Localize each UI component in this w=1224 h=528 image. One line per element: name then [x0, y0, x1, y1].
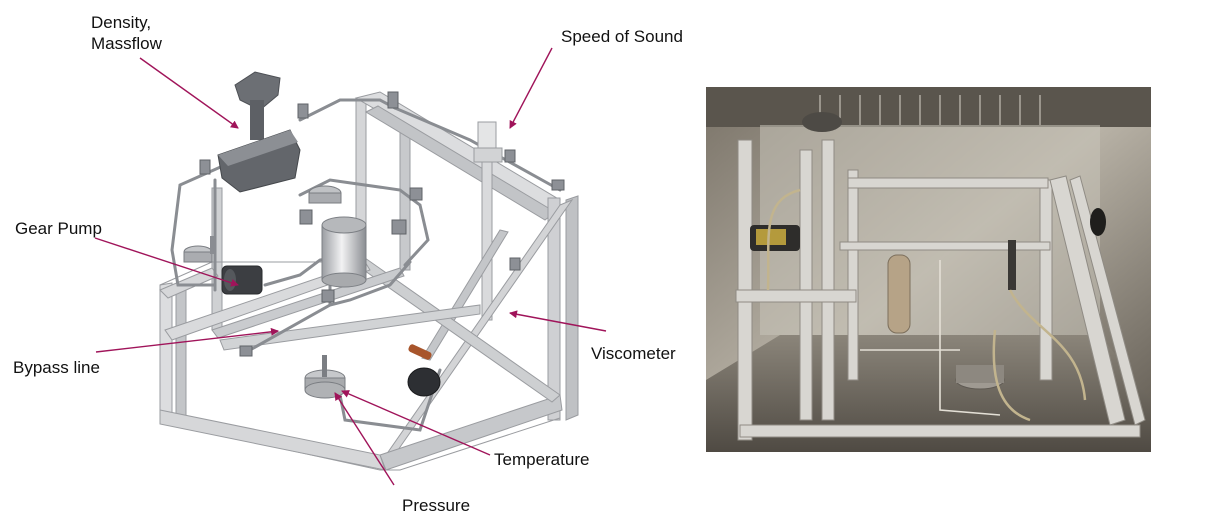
flange-top	[308, 185, 342, 204]
label-pressure: Pressure	[402, 496, 471, 515]
arrow-bypass-line	[95, 327, 279, 353]
label-density-line1: Density,	[91, 13, 152, 32]
label-bypass-line: Bypass line	[13, 358, 100, 377]
label-density-line2: Massflow	[91, 34, 162, 53]
label-gear-pump: Gear Pump	[15, 219, 102, 238]
flange-left	[183, 236, 215, 263]
gear-pump	[221, 265, 263, 295]
label-temperature: Temperature	[494, 450, 590, 469]
annotation-arrows	[94, 47, 607, 486]
speed-of-sound-sensor	[473, 121, 503, 163]
arrow-temperature	[341, 390, 491, 456]
sample-vessel	[321, 216, 367, 288]
label-density-massflow: Density, Massflow	[91, 12, 162, 54]
arrow-speed-of-sound	[509, 47, 553, 129]
arrow-density-massflow	[139, 57, 239, 129]
label-speed-of-sound: Speed of Sound	[561, 27, 683, 46]
fittings	[199, 91, 565, 357]
cad-rig-rendering	[159, 71, 579, 471]
label-viscometer: Viscometer	[591, 344, 676, 363]
arrow-pressure	[334, 392, 395, 486]
arrow-gear-pump	[94, 237, 239, 287]
viscometer-device	[407, 344, 441, 397]
bottom-flange	[304, 355, 346, 399]
density-massflow-meter	[217, 71, 301, 193]
photo-of-rig	[706, 87, 1151, 452]
arrow-viscometer	[509, 310, 607, 332]
